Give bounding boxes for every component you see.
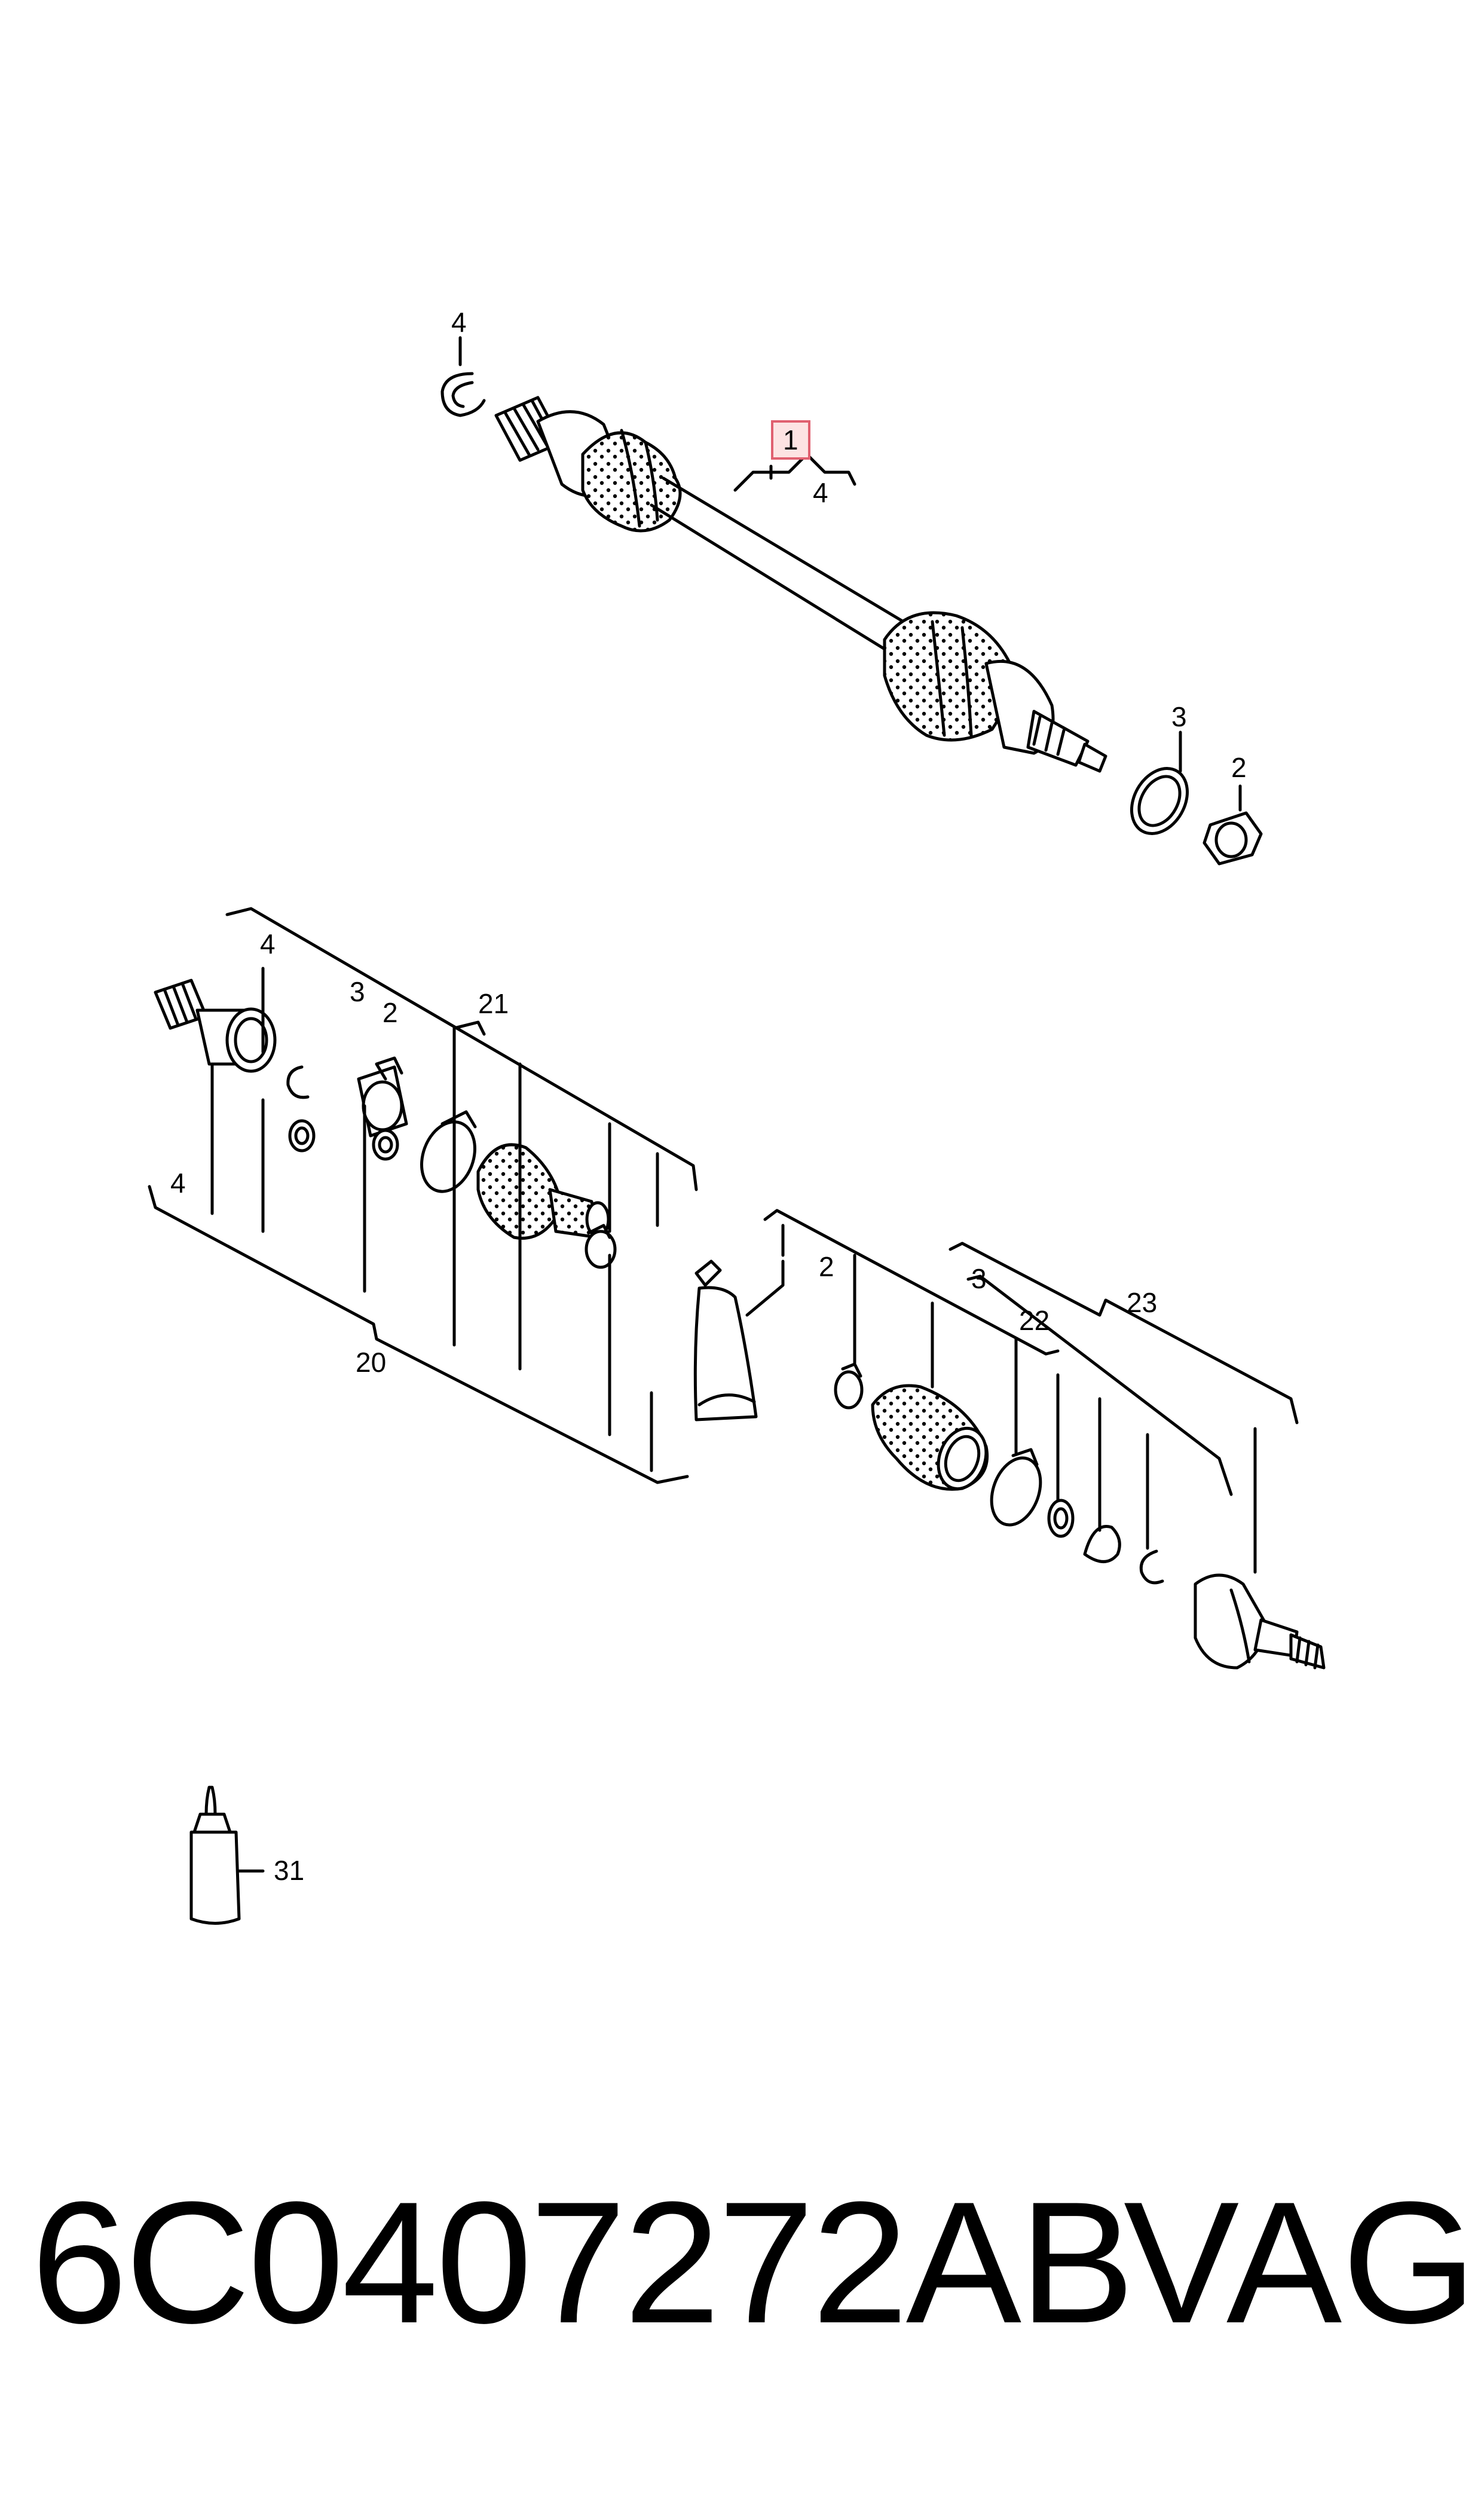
callout-left-21: 21 (478, 988, 509, 1019)
callout-right-2: 2 (819, 1251, 834, 1282)
circlip-top (440, 372, 486, 417)
brand-label: VAG (1124, 2166, 1477, 2359)
thrust-washer (1130, 767, 1189, 835)
callout-right-23: 23 (1127, 1287, 1157, 1318)
part-number: 6C0407272AB (31, 2166, 1135, 2359)
inner-kit-brackets (148, 907, 785, 1484)
callout-1-highlight (771, 420, 810, 460)
outer-kit-brackets (763, 1209, 1299, 1574)
callout-right-22: 22 (1019, 1305, 1049, 1336)
callout-31: 31 (274, 1855, 304, 1886)
callout-top-4a: 4 (451, 307, 467, 338)
sealant-bottle (189, 1786, 265, 1925)
callout-left-4b: 4 (170, 1167, 186, 1199)
callout-top-2: 2 (1231, 752, 1247, 783)
callout-labels: 1 4 4 3 2 4 3 2 21 4 20 2 3 22 23 31 (170, 307, 1247, 1886)
callout-right-3: 3 (971, 1263, 987, 1294)
callout-left-3: 3 (350, 976, 365, 1007)
grease-tube (693, 1259, 758, 1421)
hex-nut (1203, 811, 1263, 866)
drive-shaft-assembly (494, 396, 1107, 773)
callout-top-3: 3 (1171, 701, 1187, 732)
outer-joint-kit (834, 1362, 1326, 1670)
callout-top-4b: 4 (813, 477, 828, 508)
exploded-parts-diagram: 1 4 4 3 2 4 3 2 21 4 20 2 3 22 23 31 (148, 307, 1326, 1925)
callout-left-20: 20 (356, 1347, 386, 1378)
callout-left-4a: 4 (260, 928, 276, 959)
callout-left-2: 2 (383, 997, 398, 1028)
callout-1: 1 (783, 424, 798, 455)
top-leader-lines (458, 336, 1242, 812)
